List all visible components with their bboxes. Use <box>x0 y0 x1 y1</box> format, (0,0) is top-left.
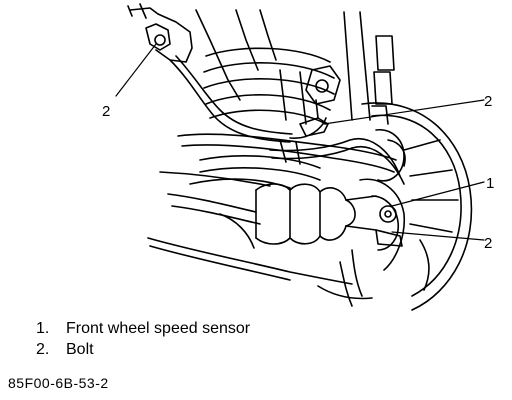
legend-item: 1. Front wheel speed sensor <box>36 318 250 339</box>
callout-sensor: 1 <box>486 175 494 192</box>
figure-code: 85F00-6B-53-2 <box>8 375 109 391</box>
coil-spring <box>203 47 335 125</box>
lower-arm <box>159 155 321 249</box>
frame-member <box>305 11 395 125</box>
callout-bolt-upper-right: 2 <box>484 93 492 110</box>
sensor-wire <box>269 99 405 185</box>
strut-tube <box>195 9 277 101</box>
legend-item: 2. Bolt <box>36 339 250 360</box>
legend-number: 2. <box>36 341 50 358</box>
drive-shaft-boot <box>147 183 377 285</box>
leader-bolt-lower-right <box>391 231 485 241</box>
top-left-bracket <box>127 3 293 143</box>
callout-bolt-lower-right: 2 <box>484 235 492 252</box>
legend-text: Front wheel speed sensor <box>66 320 251 337</box>
leader-lines <box>115 43 485 241</box>
leader-bolt-upper-right <box>323 99 485 125</box>
legend-text: Bolt <box>66 341 94 358</box>
legend-number: 1. <box>36 320 50 337</box>
leader-sensor <box>391 181 485 207</box>
leader-bolt-top-left <box>115 43 157 97</box>
brake-disc <box>317 102 473 311</box>
callout-bolt-top-left: 2 <box>102 103 110 120</box>
steering-knuckle <box>339 129 406 307</box>
legend: 1. Front wheel speed sensor 2. Bolt <box>36 318 250 360</box>
